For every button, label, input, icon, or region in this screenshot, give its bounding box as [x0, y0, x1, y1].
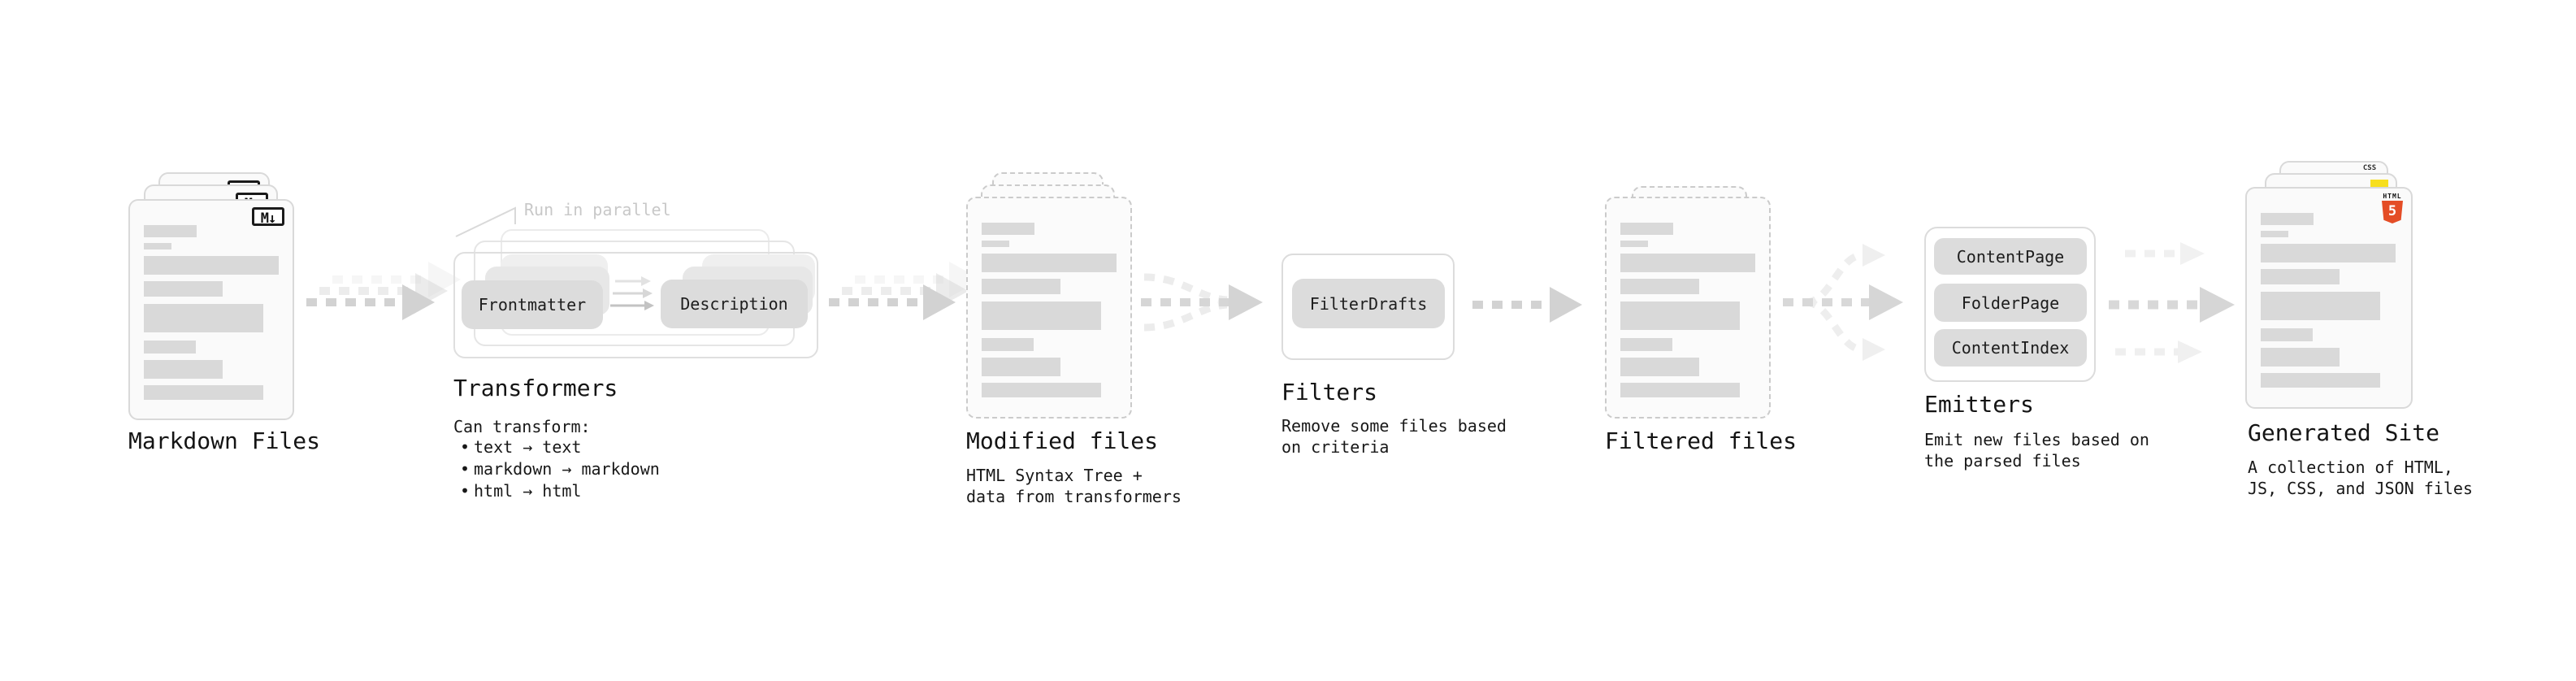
transformers-desc-title: Can transform: — [453, 417, 591, 436]
description-pill: Description — [661, 280, 808, 328]
emitters-label: Emitters — [1924, 391, 2034, 418]
placeholder-bar — [2261, 373, 2380, 388]
generated-site-label: Generated Site — [2248, 419, 2440, 446]
pill-arrows-icon — [610, 276, 654, 310]
contentpage-pill: ContentPage — [1934, 238, 2087, 275]
placeholder-bar — [1620, 301, 1740, 330]
filterdrafts-pill: FilterDrafts — [1292, 279, 1445, 328]
filtered-file-card-front — [1605, 197, 1771, 419]
transformer-box-front — [453, 252, 818, 358]
transformers-label: Transformers — [453, 375, 618, 401]
placeholder-bar — [982, 338, 1034, 351]
placeholder-bar — [1620, 241, 1648, 247]
modified-files-label: Modified files — [966, 427, 1159, 454]
filtered-files-label: Filtered files — [1605, 427, 1798, 454]
placeholder-bar — [1620, 254, 1755, 272]
placeholder-bar — [1620, 358, 1699, 376]
arrow-filters-to-filtered — [1472, 265, 1594, 338]
placeholder-bar — [2261, 244, 2396, 262]
placeholder-bar — [144, 385, 263, 400]
filters-label: Filters — [1281, 379, 1378, 406]
markdown-file-card-front: M↓ — [128, 199, 294, 420]
placeholder-bar — [2261, 348, 2340, 367]
placeholder-bar — [144, 340, 196, 354]
placeholder-bar — [144, 243, 171, 249]
placeholder-bar — [2261, 269, 2340, 284]
placeholder-bar — [982, 279, 1060, 294]
placeholder-bar — [982, 241, 1009, 247]
modified-file-card-front — [966, 197, 1132, 419]
placeholder-bar — [2261, 328, 2313, 341]
placeholder-bar — [1620, 338, 1672, 351]
emitters-desc: Emit new files based on the parsed files — [1924, 430, 2149, 471]
arrow-filtered-to-emitters — [1783, 244, 1903, 361]
arrow-emitters-to-generated — [2109, 242, 2235, 363]
markdown-icon: M↓ — [252, 207, 284, 227]
placeholder-bar — [1620, 383, 1740, 397]
html5-logo-icon: HTML 5 — [2380, 193, 2405, 223]
placeholder-bar — [982, 223, 1034, 235]
generated-file-card-front: HTML 5 — [2245, 187, 2413, 409]
note-leader-line — [455, 206, 516, 237]
placeholder-bar — [144, 256, 279, 275]
contentindex-pill: ContentIndex — [1934, 329, 2087, 367]
bullet-icon: • — [460, 459, 471, 479]
placeholder-bar — [982, 301, 1101, 330]
placeholder-bar — [1620, 223, 1673, 235]
folderpage-pill: FolderPage — [1934, 284, 2087, 322]
bullet-icon: • — [460, 437, 471, 457]
placeholder-bar — [144, 281, 223, 297]
placeholder-bar — [982, 254, 1117, 272]
generated-site-desc: A collection of HTML, JS, CSS, and JSON … — [2248, 458, 2473, 498]
transform-bullet: •markdown → markdown — [460, 459, 660, 479]
placeholder-bar — [1620, 279, 1699, 294]
filters-desc: Remove some files based on criteria — [1281, 416, 1507, 457]
frontmatter-pill: Frontmatter — [462, 280, 603, 329]
placeholder-bar — [982, 358, 1060, 376]
arrow-modified-to-filters — [1141, 273, 1263, 332]
bullet-icon: • — [460, 481, 471, 501]
placeholder-bar — [144, 304, 263, 332]
arrow-markdown-to-transformers — [306, 262, 461, 338]
placeholder-bar — [2261, 231, 2288, 237]
placeholder-bar — [2261, 292, 2380, 320]
transform-bullet: •html → html — [460, 481, 582, 501]
markdown-files-label: Markdown Files — [128, 427, 321, 454]
placeholder-bar — [144, 360, 223, 379]
placeholder-bar — [982, 383, 1101, 397]
placeholder-bar — [144, 225, 197, 237]
placeholder-bar — [2261, 213, 2314, 225]
run-in-parallel-note: Run in parallel — [524, 200, 671, 219]
arrow-transformers-to-modified — [829, 262, 982, 338]
transform-bullet: •text → text — [460, 437, 582, 457]
modified-files-desc: HTML Syntax Tree + data from transformer… — [966, 466, 1182, 506]
